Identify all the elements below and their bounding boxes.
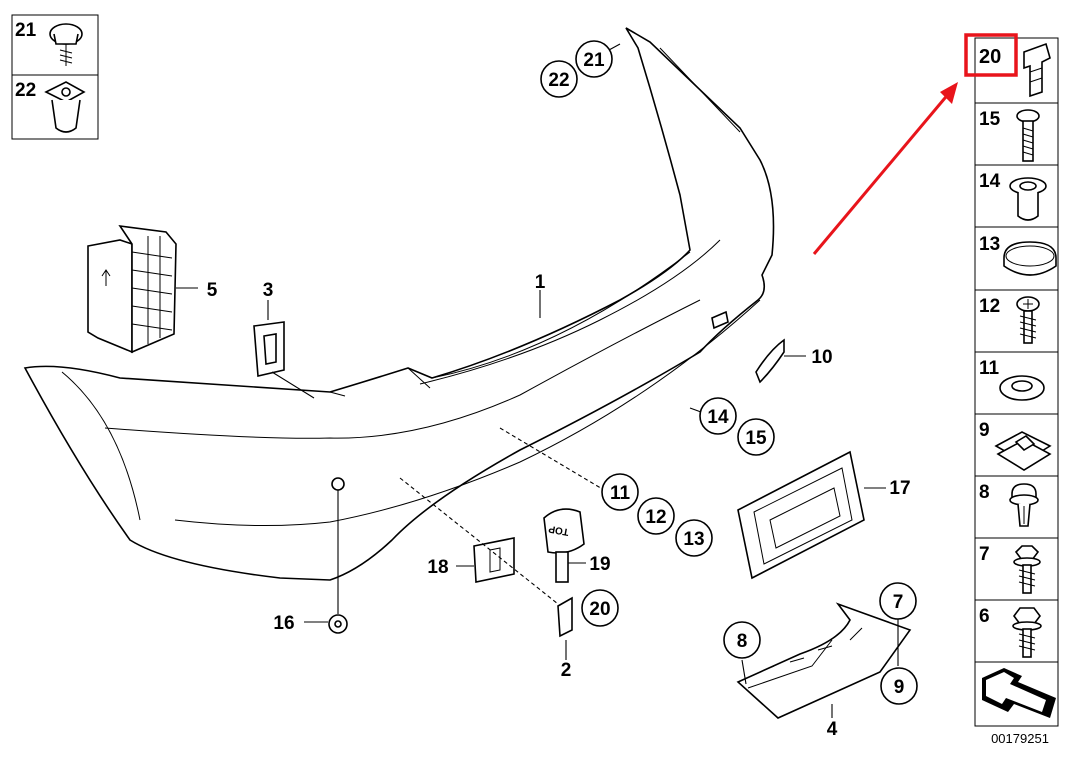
expanding-nut-icon xyxy=(44,81,86,133)
legend-label-13: 13 xyxy=(979,234,1000,255)
legend-label-21: 21 xyxy=(15,20,37,41)
tow-hook-cover xyxy=(755,338,806,384)
callout-17: 17 xyxy=(889,478,910,499)
washer-icon xyxy=(999,375,1045,401)
callout-16: 16 xyxy=(273,613,294,634)
highlight-box xyxy=(964,33,1018,77)
hex-screw-icon xyxy=(1012,607,1042,658)
callout-21: 21 xyxy=(583,50,605,71)
bushing-icon xyxy=(1009,177,1047,221)
callout-2: 2 xyxy=(561,660,572,681)
callout-12: 12 xyxy=(645,507,666,528)
collar-screw-icon xyxy=(49,23,83,66)
bumper-cover xyxy=(23,27,775,581)
plug-cap-icon xyxy=(1003,241,1057,276)
callout-14: 14 xyxy=(707,407,729,428)
legend-label-7: 7 xyxy=(979,544,990,565)
callout-4: 4 xyxy=(827,719,838,740)
callout-5: 5 xyxy=(207,280,218,301)
legend-label-6: 6 xyxy=(979,606,990,627)
legend-label-20: 20 xyxy=(979,46,1001,68)
legend-label-9: 9 xyxy=(979,420,990,441)
callout-10: 10 xyxy=(811,347,832,368)
sensor-hole xyxy=(331,477,345,491)
callout-15: 15 xyxy=(745,428,767,449)
legend-label-11: 11 xyxy=(979,358,1000,379)
callout-labels: 1 5 3 10 17 18 19 16 2 4 xyxy=(207,272,911,740)
collar-screw-icon xyxy=(1013,545,1041,594)
callout-1: 1 xyxy=(535,272,546,293)
legend-label-15: 15 xyxy=(979,109,1001,130)
callout-22: 22 xyxy=(548,70,569,91)
svg-text:TOP: TOP xyxy=(547,523,569,537)
callout-19: 19 xyxy=(589,554,610,575)
circled-callouts: 21 22 14 15 11 12 13 20 7 8 9 xyxy=(540,40,918,705)
expanding-rivet-16 xyxy=(304,490,348,634)
arrow-navigation-icon[interactable] xyxy=(982,668,1056,718)
callout-20: 20 xyxy=(589,599,610,620)
right-legend: 20 15 14 13 12 xyxy=(964,33,1059,727)
expanding-rivet-icon xyxy=(1009,483,1039,527)
legend-label-12: 12 xyxy=(979,296,1000,317)
tow-cap xyxy=(557,596,573,660)
callout-8: 8 xyxy=(737,631,748,652)
legend-label-22: 22 xyxy=(15,80,36,101)
callout-18: 18 xyxy=(427,557,448,578)
self-tapping-screw-icon xyxy=(1016,296,1040,344)
speed-nut-icon xyxy=(994,431,1052,471)
guide-bracket xyxy=(87,224,198,354)
callout-13: 13 xyxy=(683,529,704,550)
screw-icon xyxy=(1016,109,1040,162)
callout-9: 9 xyxy=(894,677,905,698)
sticker-plate xyxy=(456,537,515,583)
tow-tag: TOP xyxy=(543,508,586,583)
cover-plate xyxy=(253,300,315,399)
callout-7: 7 xyxy=(893,592,904,613)
callout-3: 3 xyxy=(263,280,274,301)
legend-label-14: 14 xyxy=(979,171,1001,192)
red-arrow-icon xyxy=(812,82,958,255)
license-plate-base xyxy=(737,450,886,580)
clip-icon xyxy=(1023,42,1051,98)
top-left-legend: 21 22 xyxy=(11,14,99,140)
legend-label-8: 8 xyxy=(979,482,990,503)
diagram-id: 00179251 xyxy=(991,731,1049,746)
underbody-panel xyxy=(736,602,912,719)
callout-11: 11 xyxy=(610,483,631,504)
